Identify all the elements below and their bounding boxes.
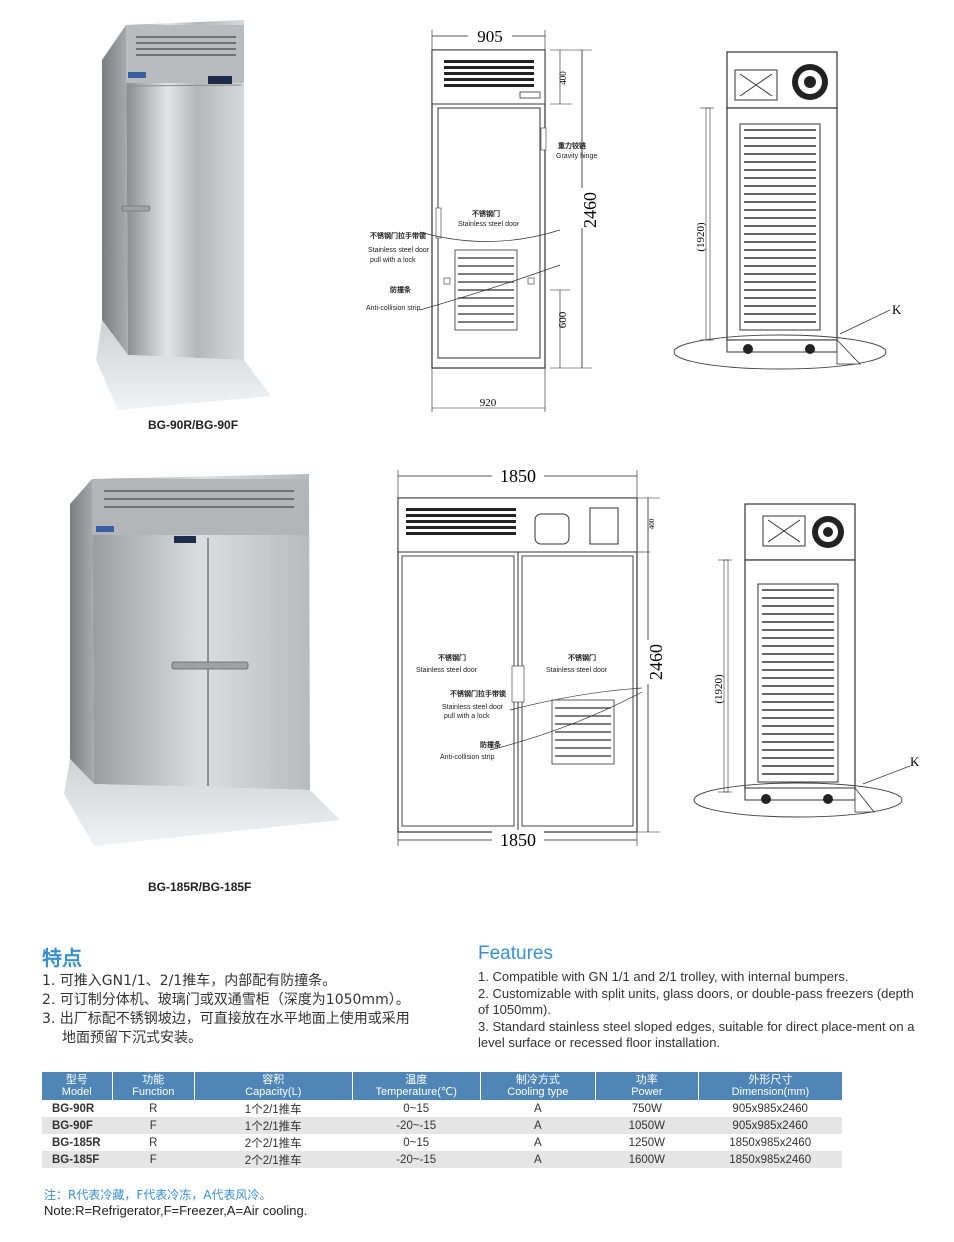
side-drawing-bg90: (1920) K bbox=[673, 51, 902, 370]
cell-capacity: 2个2/1推车 bbox=[194, 1151, 353, 1168]
table-row: BG-90F F 1个2/1推车 -20~-15 A 1050W 905x985… bbox=[42, 1117, 842, 1134]
table-row: BG-185R R 2个2/1推车 0~15 A 1250W 1850x985x… bbox=[42, 1134, 842, 1151]
dim-top-height: 400 bbox=[558, 71, 568, 85]
cell-capacity: 2个2/1推车 bbox=[244, 1137, 302, 1150]
cell-power: 1250W bbox=[628, 1136, 666, 1149]
label2-pull-en2: pull with a lock bbox=[444, 713, 490, 720]
cell-function: F bbox=[112, 1151, 195, 1168]
cell-model: BG-90F bbox=[42, 1117, 113, 1134]
front-drawing-bg90: 905 400 2460 600 920 重力铰链 Gravity hinge … bbox=[366, 26, 600, 412]
features-heading-zh: 特点 bbox=[42, 946, 82, 970]
label2-strip-en: Anti-collision strip bbox=[440, 754, 495, 761]
label-pull-en2: pull with a lock bbox=[370, 257, 416, 264]
label-door-zh: 不锈钢门 bbox=[472, 209, 500, 218]
cell-model: BG-185F bbox=[42, 1151, 113, 1168]
cell-cooling: A bbox=[533, 1102, 542, 1115]
cell-model: BG-90R bbox=[52, 1102, 95, 1115]
cell-dimension: 905x985x2460 bbox=[732, 1102, 808, 1115]
label-strip-en: Anti-collision strip bbox=[366, 305, 421, 312]
side-callout-k: K bbox=[892, 302, 902, 317]
product-photo-bg90 bbox=[96, 20, 271, 410]
cell-temperature: -20~-15 bbox=[352, 1117, 481, 1134]
dim2-top-height: 400 bbox=[648, 518, 656, 529]
label-strip-zh: 防撞条 bbox=[390, 285, 412, 294]
side-inner-height: (1920) bbox=[695, 222, 707, 252]
dim2-width-top: 1850 bbox=[500, 466, 536, 486]
label-hinge-zh: 重力铰链 bbox=[558, 141, 586, 150]
label2-door-left-zh: 不锈钢门 bbox=[438, 653, 466, 662]
cell-function: R bbox=[149, 1136, 158, 1149]
note-en: Note:R=Refrigerator,F=Freezer,A=Air cool… bbox=[44, 1203, 308, 1218]
dim2-width-bottom: 1850 bbox=[500, 830, 536, 850]
note-zh: 注：R代表冷藏，F代表冷冻，A代表风冷。 bbox=[44, 1188, 272, 1202]
label2-strip-zh: 防撞条 bbox=[480, 740, 502, 749]
cell-dimension: 1850x985x2460 bbox=[729, 1136, 812, 1149]
feature-zh-3: 3. 出厂标配不锈钢坡边，可直接放在水平地面上使用或采用 bbox=[42, 1011, 410, 1027]
cell-power: 1050W bbox=[595, 1117, 699, 1134]
table-row: BG-90R R 1个2/1推车 0~15 A 750W 905x985x246… bbox=[42, 1100, 842, 1117]
label2-pull-zh: 不锈钢门拉手带锁 bbox=[450, 689, 506, 698]
cell-dimension: 1850x985x2460 bbox=[698, 1151, 842, 1168]
cell-capacity: 1个2/1推车 bbox=[244, 1103, 302, 1116]
label-door-en: Stainless steel door bbox=[458, 221, 520, 228]
front-drawing-bg185: 1850 400 2460 1850 不锈钢门 Stainless steel … bbox=[397, 466, 666, 850]
features-heading-en: Features bbox=[478, 943, 553, 964]
cell-model: BG-185R bbox=[52, 1136, 101, 1149]
label-pull-en1: Stainless steel door bbox=[368, 247, 430, 254]
dim-width: 905 bbox=[477, 27, 503, 46]
product-caption-bg90: BG-90R/BG-90F bbox=[148, 418, 239, 432]
dim2-height: 2460 bbox=[646, 644, 666, 680]
dim-base-width: 920 bbox=[480, 397, 497, 409]
cell-power: 1600W bbox=[595, 1151, 699, 1168]
product-caption-bg185: BG-185R/BG-185F bbox=[148, 880, 252, 894]
label-hinge-en: Gravity hinge bbox=[556, 153, 597, 160]
side2-callout-k: K bbox=[910, 754, 920, 769]
cell-cooling: A bbox=[480, 1151, 596, 1168]
cell-dimension: 905x985x2460 bbox=[698, 1117, 842, 1134]
feature-zh-2: 2. 可订制分体机、玻璃门或双通雪柜（深度为1050mm）。 bbox=[42, 992, 410, 1008]
feature-zh-3-cont: 地面预留下沉式安装。 bbox=[62, 1030, 202, 1046]
dim-height: 2460 bbox=[580, 192, 600, 228]
label2-door-left-en: Stainless steel door bbox=[416, 667, 478, 674]
feature-en-1: 1. Compatible with GN 1/1 and 2/1 trolle… bbox=[478, 969, 849, 984]
label2-door-right-en: Stainless steel door bbox=[546, 667, 608, 674]
cell-cooling: A bbox=[533, 1136, 542, 1149]
product-photo-bg185 bbox=[64, 474, 340, 846]
dim-bottom-height: 600 bbox=[557, 311, 569, 328]
side2-inner-height: (1920) bbox=[713, 674, 725, 704]
feature-zh-1: 1. 可推入GN1/1、2/1推车，内部配有防撞条。 bbox=[42, 973, 337, 989]
label-pull-zh: 不锈钢门拉手带锁 bbox=[370, 231, 426, 240]
side-drawing-bg185: (1920) K bbox=[693, 503, 920, 818]
label2-door-right-zh: 不锈钢门 bbox=[568, 653, 596, 662]
cell-temperature: -20~-15 bbox=[352, 1151, 481, 1168]
table-row: BG-185F F 2个2/1推车 -20~-15 A 1600W 1850x9… bbox=[42, 1151, 842, 1168]
feature-en-2: 2. Customizable with split units, glass … bbox=[478, 985, 914, 1018]
cell-function: R bbox=[149, 1102, 158, 1115]
label2-pull-en1: Stainless steel door bbox=[442, 704, 504, 711]
cell-cooling: A bbox=[480, 1117, 596, 1134]
feature-en-3: 3. Standard stainless steel sloped edges… bbox=[478, 1018, 915, 1051]
features-list-zh: 1. 可推入GN1/1、2/1推车，内部配有防撞条。 2. 可订制分体机、玻璃门… bbox=[42, 972, 472, 1048]
cell-temperature: 0~15 bbox=[403, 1136, 430, 1149]
features-list-en: 1. Compatible with GN 1/1 and 2/1 trolle… bbox=[478, 969, 923, 1052]
cell-capacity: 1个2/1推车 bbox=[194, 1117, 353, 1134]
cell-function: F bbox=[112, 1117, 195, 1134]
cell-power: 750W bbox=[631, 1102, 662, 1115]
cell-temperature: 0~15 bbox=[403, 1102, 430, 1115]
